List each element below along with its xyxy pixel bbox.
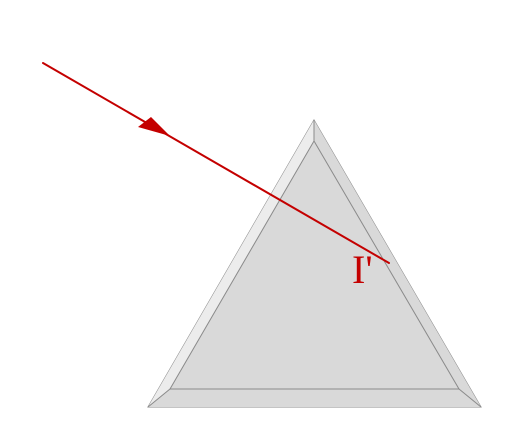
prism-bevel-bottom xyxy=(148,389,481,407)
ray-direction-arrowhead xyxy=(138,117,170,136)
prism-inner-face xyxy=(169,140,460,390)
prism-seam-right xyxy=(458,388,482,408)
light-ray xyxy=(42,62,390,264)
prism-bevel-left xyxy=(148,120,314,407)
point-label-i-prime: I' xyxy=(352,247,373,292)
prism-seam-left xyxy=(147,388,171,408)
prism-bevel-right xyxy=(314,120,481,407)
